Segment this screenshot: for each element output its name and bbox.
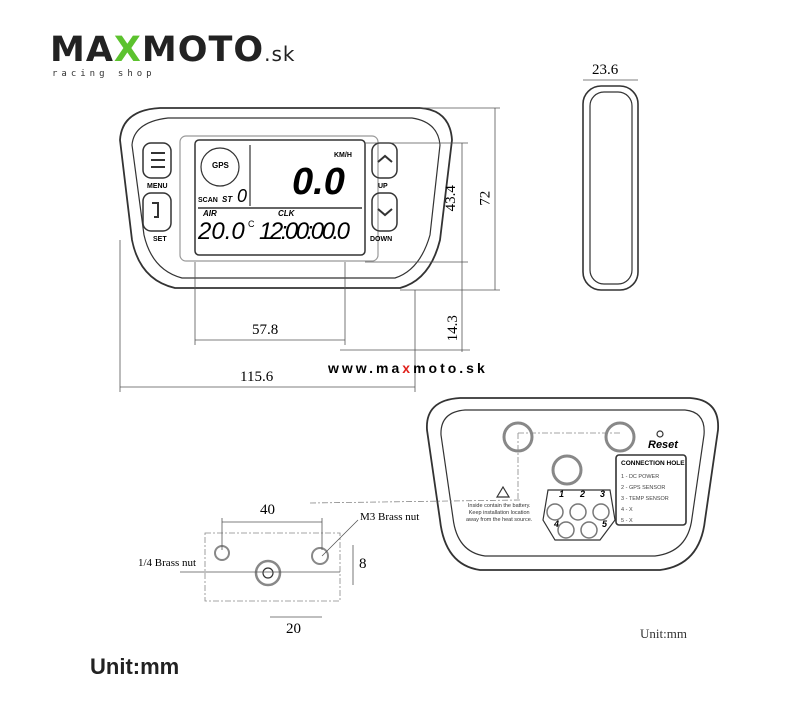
warning-line: Inside contain the battery.	[467, 503, 531, 509]
connector-block	[542, 489, 616, 541]
gland-center	[551, 454, 583, 486]
dim-bottom-offset: 14.3	[444, 315, 461, 342]
reset-label: Reset	[648, 439, 678, 451]
air-unit: C	[248, 219, 255, 229]
up-button	[371, 142, 398, 179]
lcd-screen	[194, 139, 366, 256]
side-view	[582, 85, 639, 291]
hole-number: 4	[554, 519, 560, 529]
speed-value: 0.0	[292, 161, 345, 203]
dim-height-total: 72	[477, 190, 494, 206]
front-housing	[119, 107, 453, 289]
down-button	[371, 192, 398, 232]
connection-item: 4 - X	[621, 507, 633, 513]
hole-number: 5	[602, 519, 608, 529]
url-suffix: moto.sk	[413, 360, 488, 376]
warning-line: Keep installation location	[468, 510, 530, 516]
hole-number: 2	[580, 489, 586, 499]
air-label: AIR	[203, 209, 217, 218]
logo-text: MA	[50, 30, 114, 70]
menu-button	[142, 142, 172, 179]
warning-icon	[495, 485, 511, 498]
gland-right	[604, 421, 636, 453]
compass-icon	[200, 147, 240, 187]
m3-nut-label: M3 Brass nut	[360, 511, 420, 523]
clk-value: 12:00:00.0	[259, 218, 350, 245]
dim-depth: 23.6	[592, 62, 619, 78]
set-label[interactable]: SET	[153, 236, 167, 243]
st-label: ST	[222, 195, 233, 204]
hole-number: 1	[559, 489, 565, 499]
hole-number: 3	[600, 489, 606, 499]
dim-nut-spacing: 40	[260, 502, 275, 518]
website-url[interactable]: www.maxmoto.sk	[328, 360, 488, 376]
logo-tagline: racing shop	[52, 69, 156, 79]
connection-item: 5 - X	[621, 518, 633, 524]
air-value: 20.0	[198, 218, 245, 245]
gps-label: GPS	[212, 161, 229, 170]
dim-screen-height: 43.4	[442, 185, 459, 212]
url-x: x	[402, 360, 414, 376]
logo-tld: .sk	[264, 42, 296, 66]
scan-label: SCAN	[198, 197, 218, 204]
speed-unit: KM/H	[334, 152, 352, 159]
warning-line: away from the heat source.	[466, 517, 533, 523]
back-housing	[426, 397, 719, 571]
unit-note-small: Unit:mm	[640, 626, 687, 641]
logo: MAXMOTO.sk	[50, 33, 296, 68]
clk-label: CLK	[278, 209, 295, 218]
unit-note-large: Unit:mm	[90, 654, 180, 679]
connection-panel	[615, 454, 687, 526]
menu-label[interactable]: MENU	[147, 183, 168, 190]
reset-button	[656, 430, 664, 438]
connection-list: 1 - DC POWER 2 - GPS SENSOR 3 - TEMP SEN…	[621, 472, 669, 527]
down-label[interactable]: DOWN	[370, 236, 393, 243]
quarter-nut-label: 1/4 Brass nut	[138, 557, 197, 569]
battery-warning: Inside contain the battery. Keep install…	[466, 503, 532, 524]
set-button	[142, 192, 172, 232]
logo-text-b: MOTO	[141, 30, 265, 70]
dim-nut-offset: 20	[286, 621, 301, 637]
url-prefix: www.ma	[328, 360, 403, 376]
dim-nut-vertical: 8	[359, 556, 367, 572]
st-value: 0	[237, 186, 248, 206]
dim-screen-width: 57.8	[252, 322, 279, 338]
logo-x: X	[113, 30, 142, 70]
up-label[interactable]: UP	[378, 183, 388, 190]
connection-item: 1 - DC POWER	[621, 474, 660, 480]
connection-title: CONNECTION HOLE	[621, 460, 685, 467]
connection-item: 3 - TEMP SENSOR	[621, 496, 669, 502]
connection-item: 2 - GPS SENSOR	[621, 485, 666, 491]
dim-width-total: 115.6	[240, 369, 274, 385]
